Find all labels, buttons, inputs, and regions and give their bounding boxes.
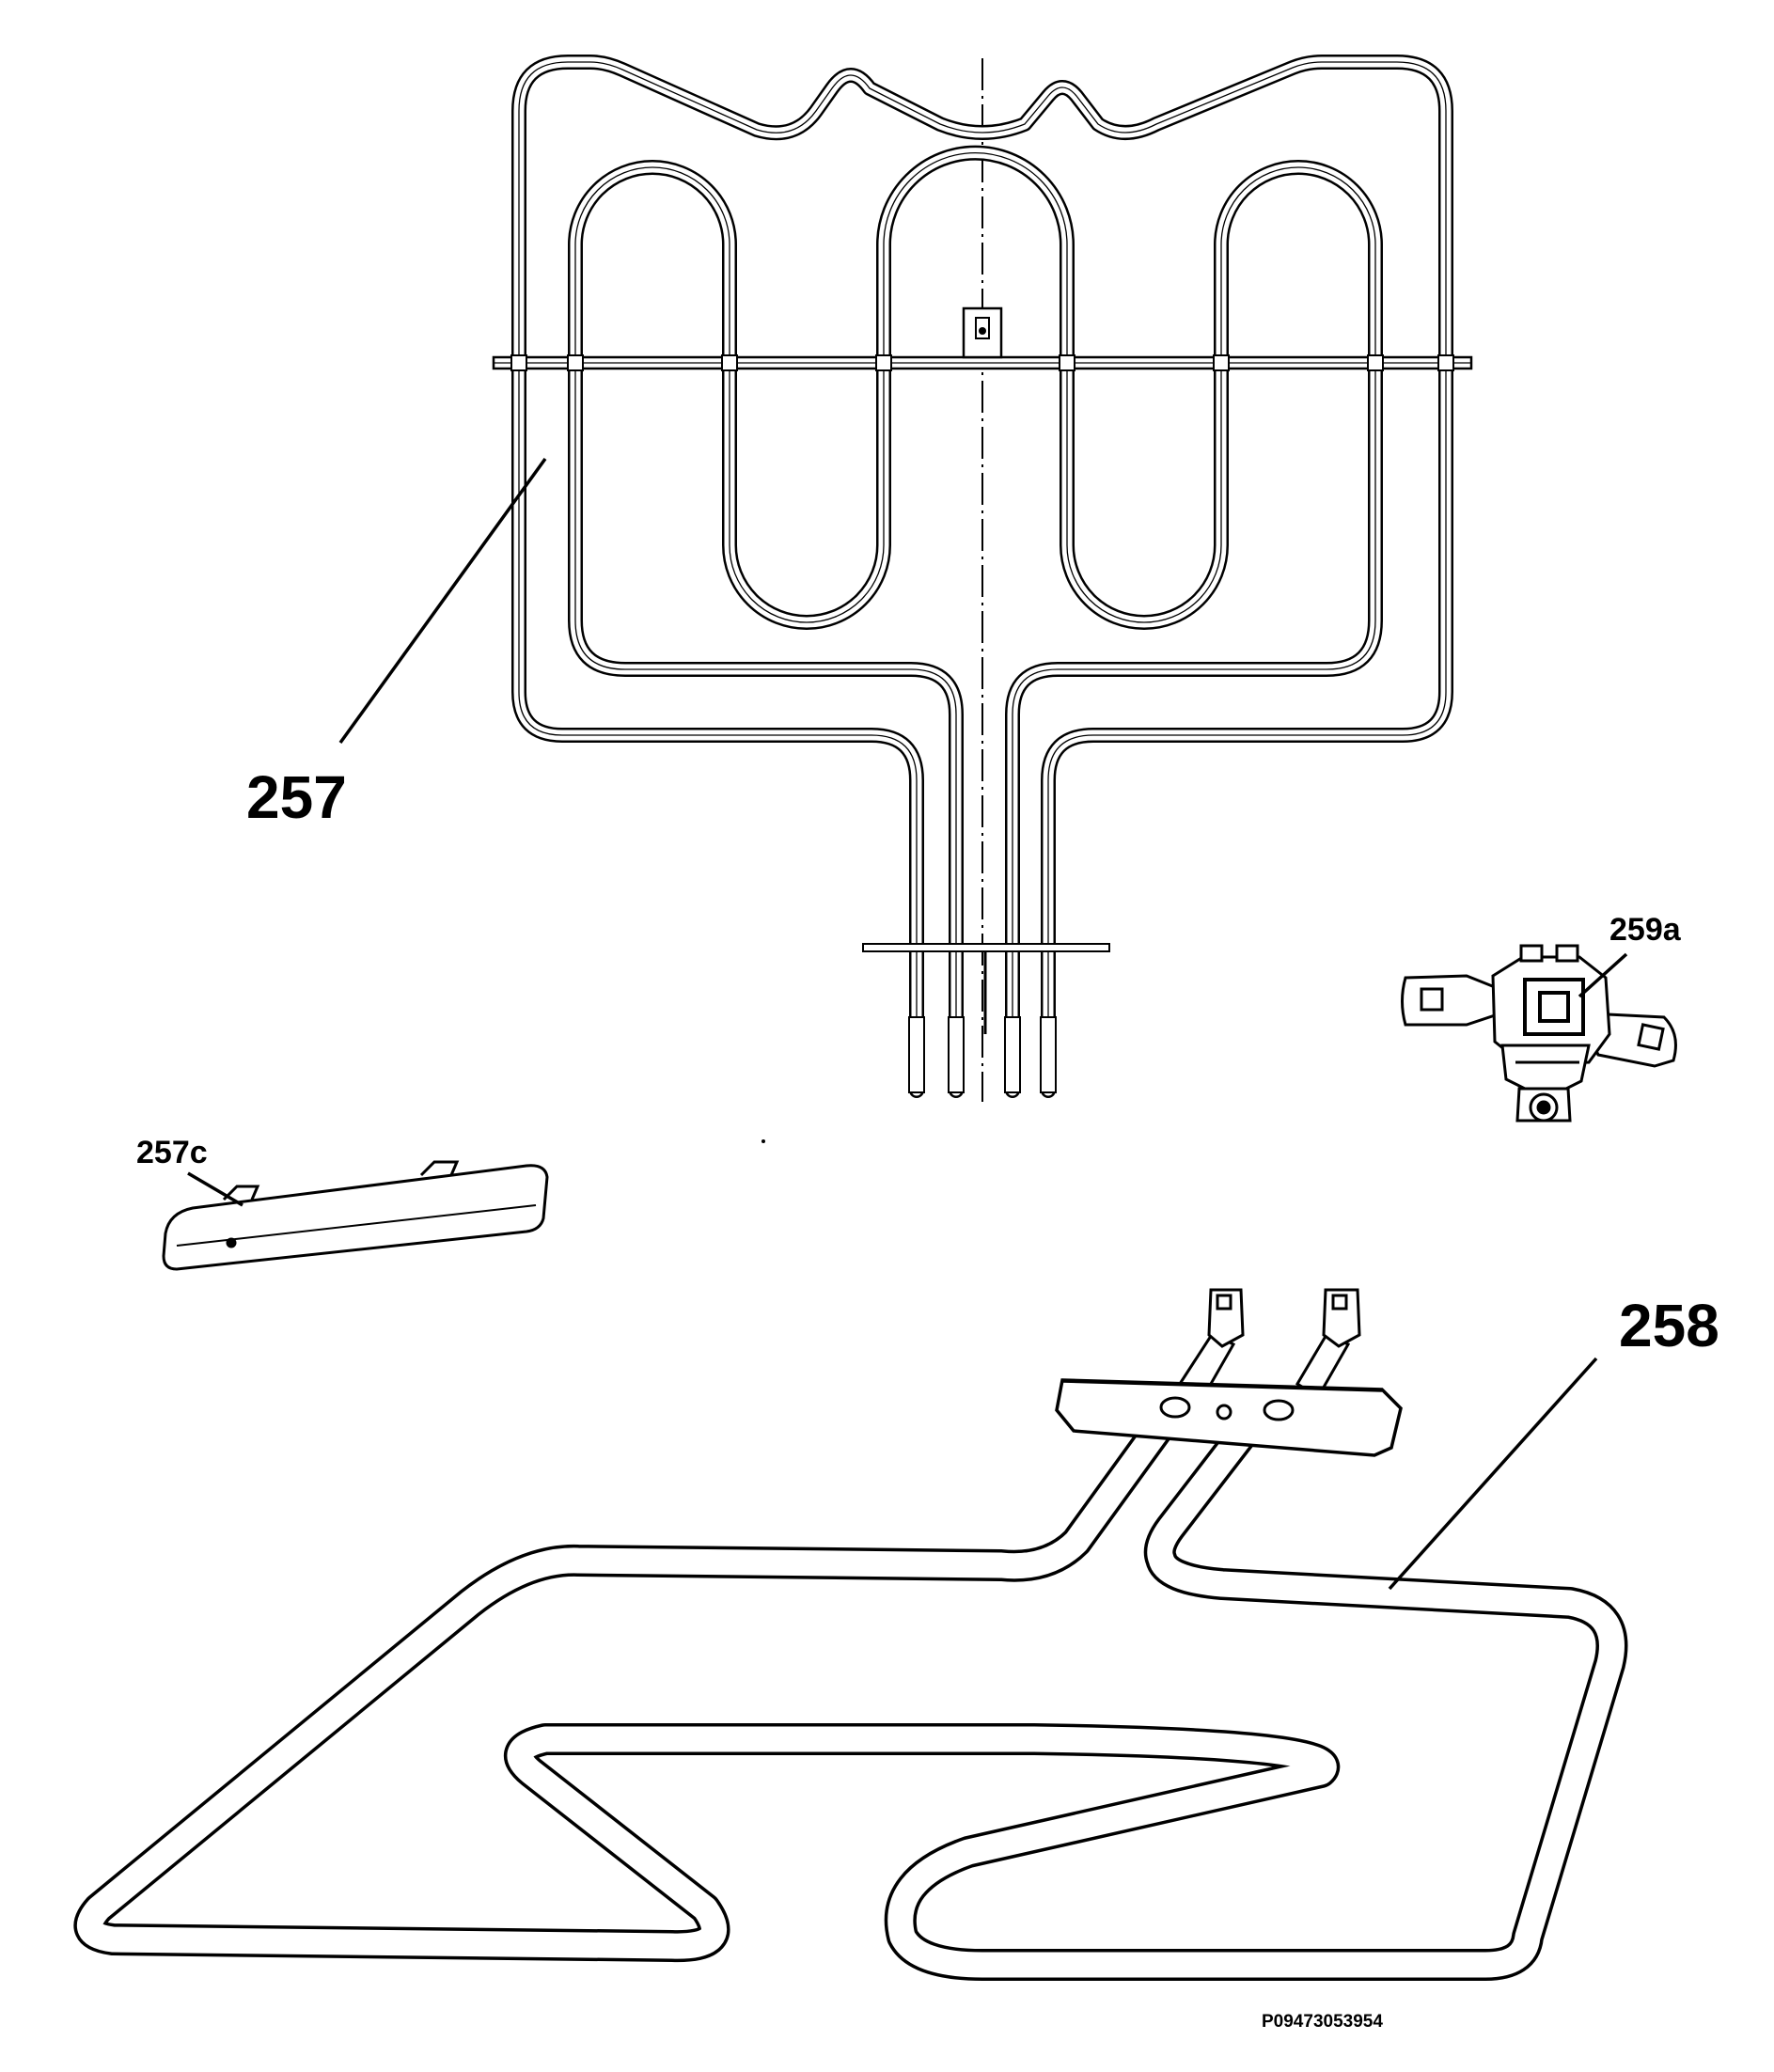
grill-element-257 — [492, 58, 1473, 1102]
leader-line-258 — [1388, 1357, 1598, 1591]
drawing-code: P09473053954 — [1262, 2012, 1383, 2032]
label-257c: 257c — [136, 1135, 208, 1170]
thermostat-259a — [1401, 944, 1677, 1122]
cover-strip-257c — [162, 1160, 549, 1271]
leader-line-259a — [1578, 952, 1628, 998]
label-259a: 259a — [1609, 912, 1682, 948]
label-257: 257 — [246, 763, 347, 831]
leader-line-257 — [338, 457, 547, 745]
label-258: 258 — [1619, 1292, 1719, 1359]
bottom-element-258 — [89, 1288, 1611, 1965]
leader-line-257c — [187, 1171, 243, 1207]
